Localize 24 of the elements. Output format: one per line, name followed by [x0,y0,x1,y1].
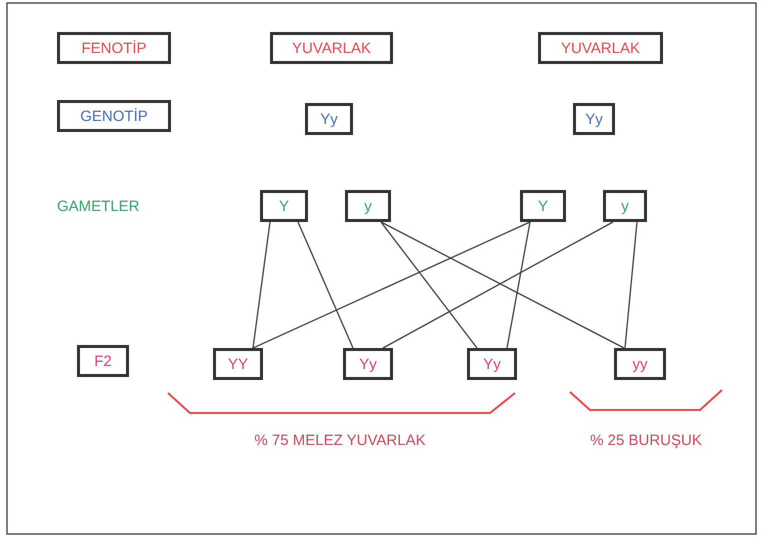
connector-line [380,222,478,348]
label-box: Yy [467,348,517,380]
label-box: Yy [573,103,615,135]
label-box: y [603,190,647,222]
label-box: F2 [77,345,129,377]
label-box: YUVARLAK [270,32,393,64]
ratio-label: % 25 BURUŞUK [590,432,702,449]
label-box: YUVARLAK [538,32,663,64]
connector-line [506,222,531,348]
connector-line [297,222,354,348]
connector-line [624,222,638,348]
ratio-label: % 75 MELEZ YUVARLAK [254,432,426,449]
label-box: Y [260,190,308,222]
label-box: y [345,190,391,222]
label-box: FENOTİP [57,32,171,64]
connector-line [252,222,271,348]
label-box: yy [614,348,666,380]
label-box: GENOTİP [57,100,171,132]
label-box: Y [520,190,566,222]
label-box: Yy [305,103,353,135]
row-label: GAMETLER [57,198,140,215]
label-box: Yy [343,348,393,380]
connector-line [252,221,530,349]
label-box: YY [213,348,263,380]
